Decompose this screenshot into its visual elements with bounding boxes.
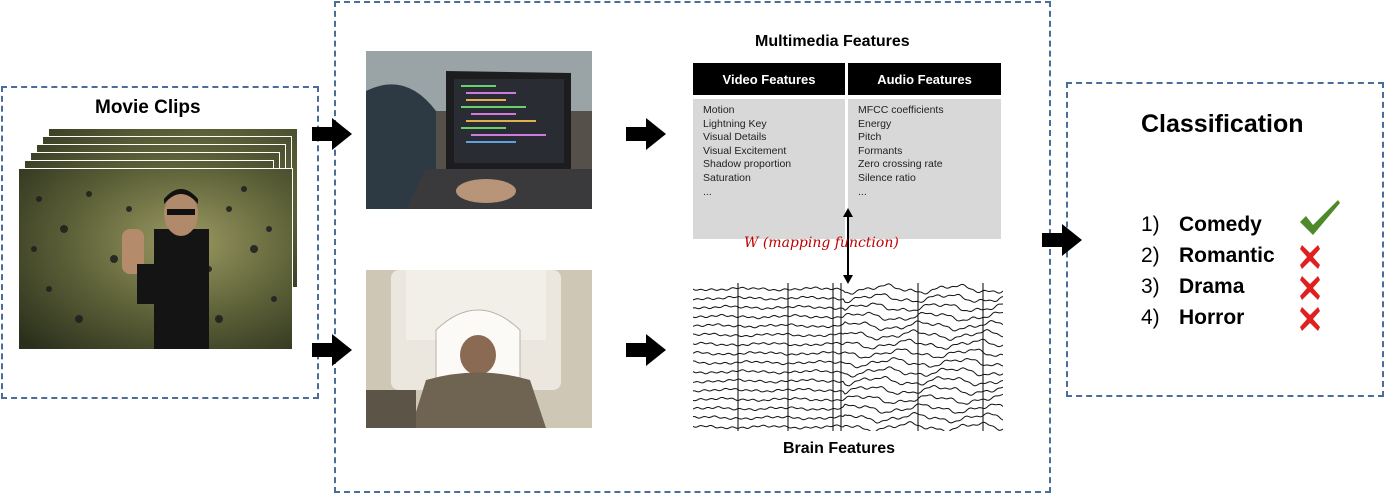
video-features-header: Video Features <box>693 63 845 95</box>
movie-still-image <box>18 168 293 350</box>
mapping-function-label: W (mapping function) <box>744 235 899 251</box>
video-feature-item: Saturation <box>703 171 751 184</box>
audio-features-list: MFCC coefficients Energy Pitch Formants … <box>848 99 1001 239</box>
audio-feature-item: Zero crossing rate <box>858 158 943 171</box>
check-icon <box>1300 200 1340 235</box>
laptop-photo <box>366 51 592 209</box>
eeg-trace <box>693 385 1003 396</box>
class-item-number: 3) <box>1141 275 1160 298</box>
class-item-label: Drama <box>1179 275 1245 298</box>
eeg-trace <box>693 403 1003 414</box>
class-item-number: 2) <box>1141 244 1160 267</box>
class-item-drama: 3) Drama <box>1141 275 1244 299</box>
eeg-trace <box>693 366 1003 378</box>
brain-scanner-photo <box>366 270 592 428</box>
cross-icon <box>1300 307 1320 331</box>
class-item-number: 1) <box>1141 213 1160 236</box>
audio-feature-item: MFCC coefficients <box>858 104 944 116</box>
eeg-trace <box>693 311 1003 322</box>
eeg-trace <box>693 293 1003 304</box>
arrow-right-icon <box>312 334 352 366</box>
class-item-label: Romantic <box>1179 244 1275 267</box>
cross-icon <box>1300 276 1320 300</box>
video-feature-item: Visual Details <box>703 131 767 144</box>
audio-feature-item: Pitch <box>858 131 882 144</box>
eeg-trace <box>693 412 1003 424</box>
audio-feature-item: Silence ratio <box>858 171 916 184</box>
audio-feature-item: Energy <box>858 117 892 130</box>
eeg-trace <box>693 283 1003 295</box>
class-item-label: Horror <box>1179 306 1245 329</box>
arrow-right-icon <box>312 118 352 150</box>
cross-icon <box>1300 245 1320 269</box>
movie-clip-stack <box>18 128 298 353</box>
eeg-trace <box>693 357 1003 369</box>
arrow-right-icon <box>626 118 666 150</box>
video-features-list: Motion Lightning Key Visual Details Visu… <box>693 99 845 239</box>
eeg-trace <box>693 375 1003 387</box>
audio-features-header: Audio Features <box>848 63 1001 95</box>
audio-feature-item: Formants <box>858 144 903 157</box>
movie-clips-box <box>1 86 319 399</box>
eeg-trace <box>693 338 1003 350</box>
eeg-trace <box>693 393 1003 405</box>
video-feature-item: Visual Excitement <box>703 144 787 157</box>
class-item-comedy: 1) Comedy <box>1141 213 1262 237</box>
eeg-trace <box>693 320 1003 332</box>
eeg-trace <box>693 348 1003 359</box>
arrow-right-icon <box>1042 224 1082 256</box>
video-feature-item: Shadow proportion <box>703 158 792 171</box>
brain-features-title: Brain Features <box>783 440 896 457</box>
eeg-trace <box>693 328 1003 341</box>
double-arrow-icon <box>843 208 853 284</box>
eeg-trace <box>693 302 1003 313</box>
movie-clips-title: Movie Clips <box>95 97 201 118</box>
class-item-number: 4) <box>1141 306 1160 329</box>
multimedia-features-title: Multimedia Features <box>755 33 910 50</box>
eeg-signals-image <box>693 283 1003 431</box>
audio-feature-item: ... <box>858 185 867 198</box>
classification-title: Classification <box>1141 110 1304 138</box>
class-item-romantic: 2) Romantic <box>1141 244 1275 268</box>
class-item-horror: 4) Horror <box>1141 306 1244 330</box>
eeg-trace <box>693 421 1003 431</box>
video-feature-item: Motion <box>703 104 735 116</box>
video-feature-item: Lightning Key <box>703 117 767 130</box>
class-item-label: Comedy <box>1179 213 1262 236</box>
video-feature-item: ... <box>703 185 712 198</box>
arrow-right-icon <box>626 334 666 366</box>
